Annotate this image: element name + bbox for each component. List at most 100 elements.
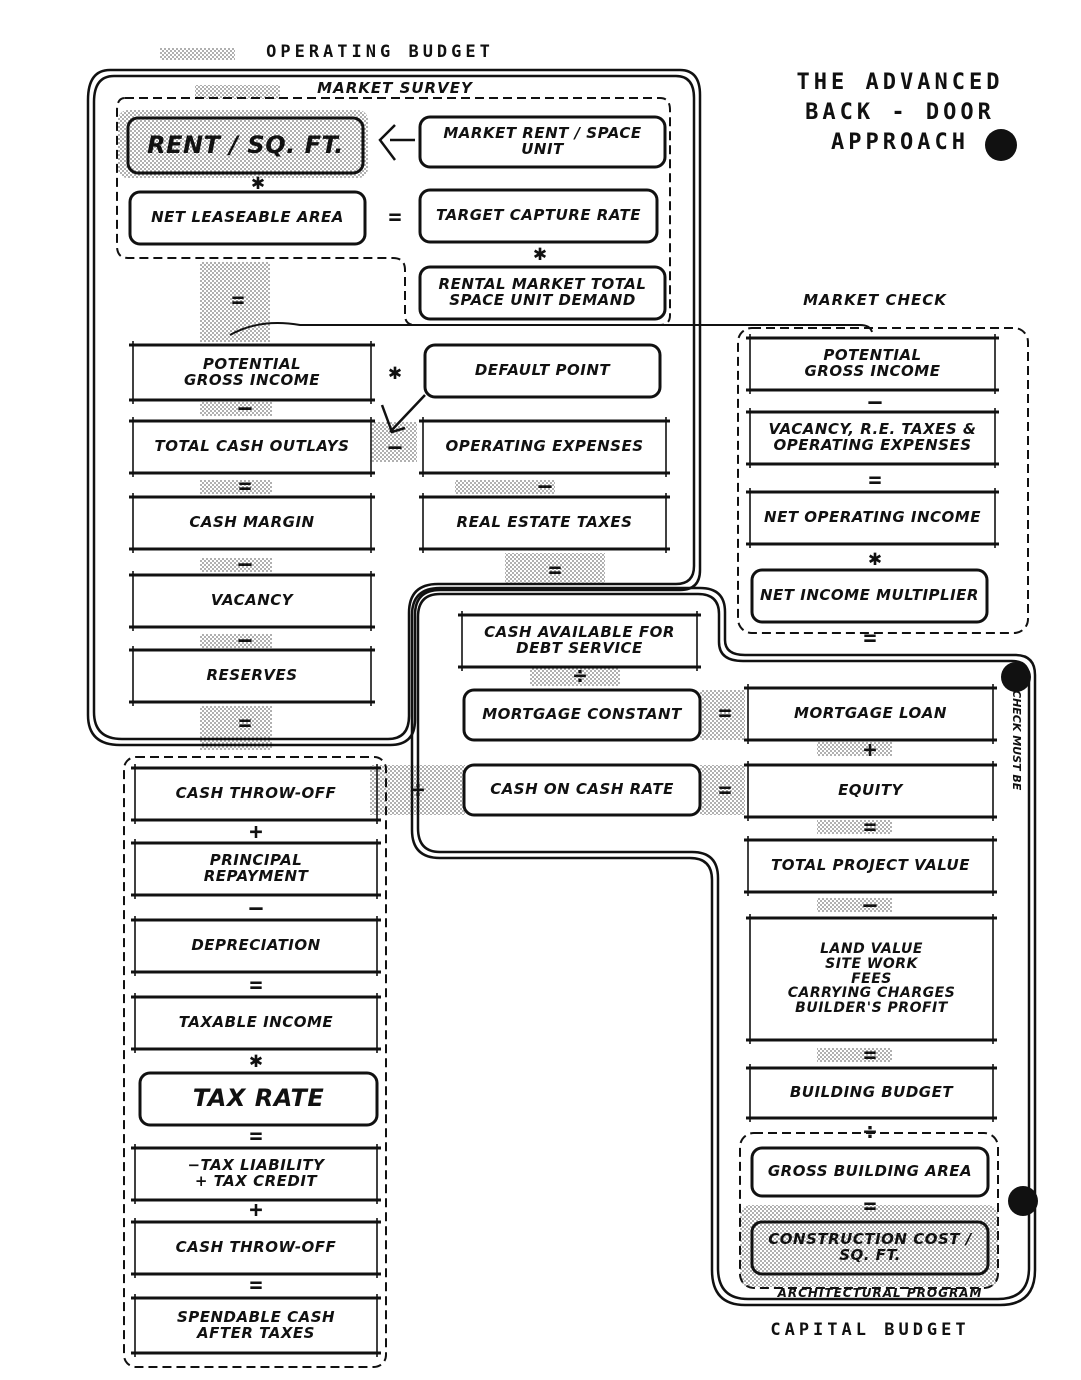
spendable-cash-box	[131, 1294, 381, 1357]
gross-building-area-box	[750, 1146, 990, 1198]
equals-operator: =	[249, 973, 263, 998]
mc-net-income-multiplier-box	[750, 568, 989, 624]
market-survey-heading: MARKET SURVEY	[317, 79, 473, 98]
page-title: THE ADVANCED BACK - DOOR APPROACH	[745, 68, 1055, 158]
equals-operator: =	[863, 1043, 877, 1068]
potential-gross-income-box	[129, 341, 375, 404]
rent-sqft-label: RENT / SQ. FT.	[147, 130, 344, 159]
real-estate-taxes-label: REAL ESTATE TAXES	[456, 513, 633, 532]
real-estate-taxes-box	[419, 493, 670, 553]
rental-market-total-demand-box	[418, 265, 667, 321]
tax-liability-credit-label: −TAX LIABILITY + TAX CREDIT	[187, 1156, 325, 1190]
cash-margin-box	[129, 493, 375, 553]
vacancy-box	[129, 571, 375, 631]
times-operator: ✱	[388, 360, 402, 385]
minus-operator: —	[238, 396, 252, 421]
mc-net-operating-income-box	[746, 488, 999, 548]
spendable-cash-label: SPENDABLE CASH AFTER TAXES	[176, 1307, 336, 1342]
mortgage-loan-box	[744, 684, 997, 744]
land-value-etc-box	[746, 914, 997, 1044]
equity-label: EQUITY	[838, 781, 903, 800]
equity-box	[744, 761, 997, 821]
building-budget-box	[746, 1064, 997, 1122]
tax-liability-credit-box	[131, 1144, 381, 1204]
binder-hole	[985, 129, 1017, 161]
plus-operator: +	[863, 738, 877, 763]
gross-building-area-label: GROSS BUILDING AREA	[767, 1162, 973, 1181]
architectural-program-outline	[739, 1132, 999, 1289]
tax-section-outline	[123, 756, 387, 1368]
rental-market-total-demand-label: RENTAL MARKET TOTAL SPACE UNIT DEMAND	[438, 275, 647, 309]
construction-cost-sqft-label: CONSTRUCTION COST / SQ. FT.	[768, 1230, 972, 1264]
cash-margin-label: CASH MARGIN	[189, 513, 315, 532]
title-line-2: BACK - DOOR	[805, 99, 995, 125]
cash-throw-off-2-box	[131, 1218, 381, 1278]
net-leaseable-area-box	[128, 190, 367, 246]
binder-hole	[1008, 1186, 1038, 1216]
mc-vacancy-taxes-opex-box	[746, 408, 999, 468]
net-leaseable-area-label: NET LEASEABLE AREA	[151, 208, 344, 227]
mortgage-constant-box	[462, 688, 702, 742]
default-point-box	[423, 343, 662, 399]
title-line-3: APPROACH	[831, 129, 969, 155]
mc-vacancy-taxes-opex-label: VACANCY, R.E. TAXES & OPERATING EXPENSES	[768, 420, 977, 454]
plus-operator: +	[249, 820, 263, 845]
default-point-label: DEFAULT POINT	[474, 361, 611, 380]
title-line-1: THE ADVANCED	[796, 69, 1004, 95]
tax-rate-label: TAX RATE	[192, 1084, 325, 1113]
equals-operator: =	[249, 1273, 263, 1298]
cash-throw-off-1-box	[131, 764, 381, 824]
cash-on-cash-rate-label: CASH ON CASH RATE	[490, 780, 674, 799]
market-check-connector	[229, 322, 873, 336]
rent-sqft-box	[126, 116, 365, 175]
market-rent-space-unit-box	[418, 115, 667, 169]
rounded-boxes	[126, 115, 990, 1276]
cash-available-debt-service-label: CASH AVAILABLE FOR DEBT SERVICE	[484, 623, 675, 657]
construction-cost-sqft-box	[750, 1220, 990, 1276]
cash-throw-off-2-label: CASH THROW-OFF	[175, 1238, 337, 1257]
total-cash-outlays-box	[129, 417, 375, 477]
cash-available-debt-service-box	[458, 611, 701, 671]
depreciation-box	[131, 916, 381, 976]
total-project-value-label: TOTAL PROJECT VALUE	[771, 856, 970, 875]
minus-operator: —	[868, 390, 882, 415]
mc-net-income-multiplier-label: NET INCOME MULTIPLIER	[760, 586, 979, 605]
vacancy-label: VACANCY	[210, 591, 294, 610]
total-project-value-box	[744, 836, 997, 896]
divide-operator: ÷	[573, 664, 587, 689]
tax-rate-box	[138, 1071, 379, 1127]
times-operator: ✱	[251, 170, 265, 195]
capital-budget-heading: CAPITAL BUDGET	[770, 1320, 970, 1341]
reserves-box	[129, 646, 375, 706]
divide-operator: ÷	[863, 1120, 877, 1145]
times-operator: ✱	[533, 241, 547, 266]
equals-operator: =	[238, 711, 252, 736]
binder-hole	[1001, 662, 1031, 692]
mortgage-loan-label: MORTGAGE LOAN	[794, 704, 947, 723]
equals-operator: =	[388, 205, 402, 230]
architectural-program-heading: ARCHITECTURAL PROGRAM	[777, 1285, 983, 1300]
minus-operator: —	[388, 435, 402, 460]
principal-repayment-label: PRINCIPAL REPAYMENT	[203, 851, 309, 885]
taxable-income-label: TAXABLE INCOME	[178, 1013, 334, 1032]
operating-budget-heading: OPERATING BUDGET	[266, 42, 494, 63]
principal-repayment-box	[131, 839, 381, 899]
reserves-label: RESERVES	[206, 666, 298, 685]
target-capture-rate-box	[418, 188, 659, 244]
arrow-market-rent	[378, 124, 415, 161]
market-survey-outline	[116, 97, 671, 326]
target-capture-rate-label: TARGET CAPTURE RATE	[436, 206, 641, 225]
equals-operator: =	[548, 558, 562, 583]
minus-operator: —	[863, 893, 877, 918]
equals-operator: =	[863, 1194, 877, 1219]
building-budget-label: BUILDING BUDGET	[789, 1083, 954, 1102]
operating-expenses-label: OPERATING EXPENSES	[445, 437, 644, 456]
equals-operator: =	[868, 468, 882, 493]
mortgage-constant-label: MORTGAGE CONSTANT	[482, 705, 682, 724]
cash-on-cash-rate-box	[462, 763, 702, 817]
minus-operator: —	[538, 474, 552, 499]
equals-operator: =	[863, 626, 877, 651]
equals-operator: =	[238, 474, 252, 499]
ruled-boxes	[129, 334, 999, 1357]
